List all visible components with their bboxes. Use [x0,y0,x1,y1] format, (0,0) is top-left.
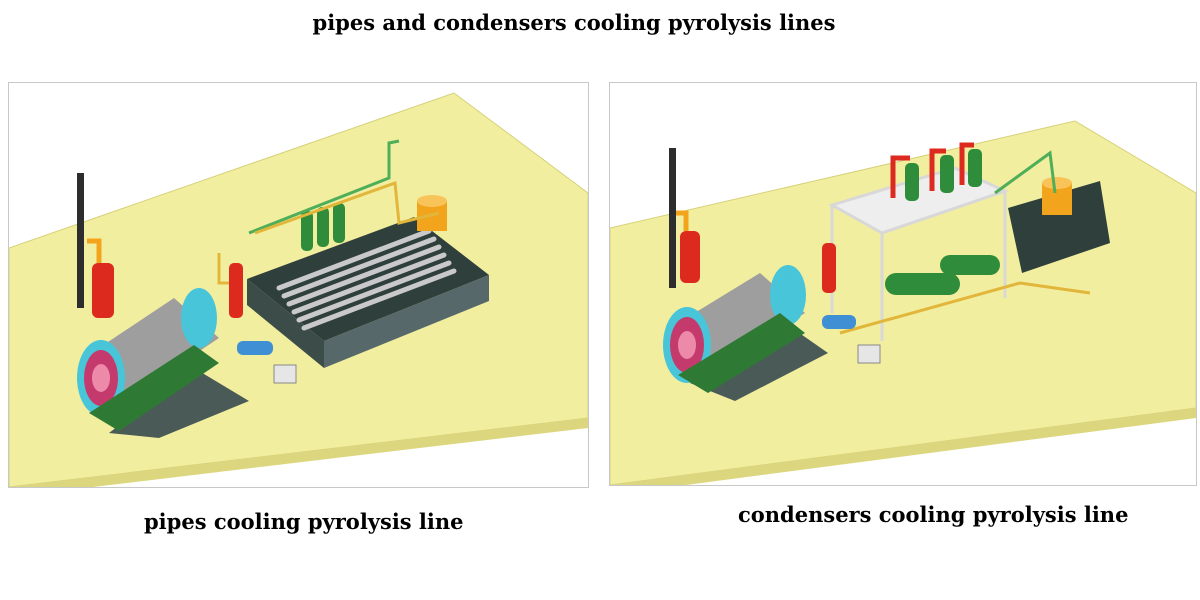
oil-tank [417,195,447,231]
pipes-cooling-illustration [9,92,588,487]
blue-tank [822,315,856,329]
cooling-pool [247,217,489,341]
control-cabinet [857,344,881,364]
gas-separator-tanks [301,203,345,251]
reactor-base [678,313,805,393]
vertical-condensers [890,142,982,201]
chimney [77,173,84,308]
red-tank [676,210,700,283]
chimney [669,148,676,288]
cooling-pipes [276,228,457,331]
red-tank [87,238,114,318]
control-cabinet [273,364,297,384]
caption-condensers-cooling: condensers cooling pyrolysis line [738,502,1129,527]
red-separator [822,243,836,293]
condensers-cooling-diagram [609,82,1197,486]
pyrolysis-reactor [77,288,219,416]
oil-tank [1042,177,1072,215]
condensers-cooling-illustration [610,120,1196,485]
machinery-pit [109,368,249,438]
water-tank [1008,181,1110,273]
red-separator [229,263,243,318]
page-title: pipes and condensers cooling pyrolysis l… [312,10,836,35]
caption-pipes-cooling: pipes cooling pyrolysis line [144,509,464,534]
reactor-base [89,345,219,431]
horizontal-separators [885,255,1000,295]
pipes-cooling-diagram [8,82,589,488]
pyrolysis-reactor [663,265,806,383]
blue-tank [237,341,273,355]
